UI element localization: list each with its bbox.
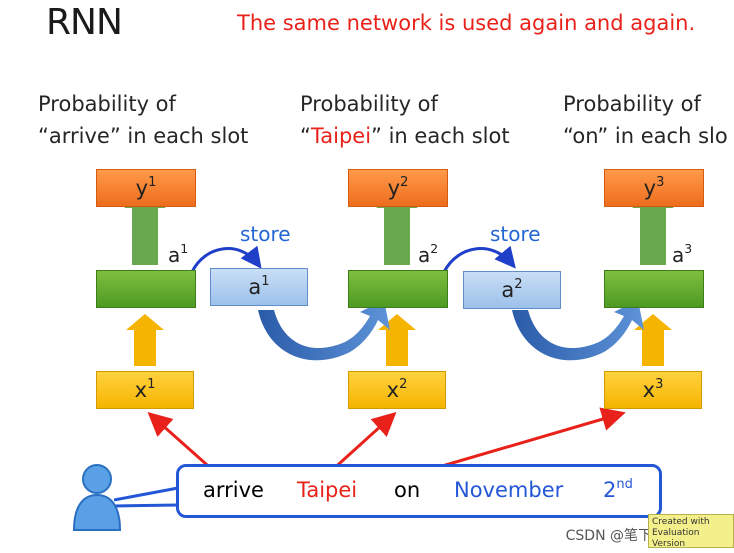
prob-line2: “on” in each slo	[563, 124, 728, 148]
user-connector-top	[113, 486, 179, 502]
page-title: RNN	[46, 2, 123, 43]
word-arrive: arrive	[203, 478, 264, 502]
recurrent-arrow-2	[512, 300, 644, 361]
page-subtitle: The same network is used again and again…	[237, 11, 696, 35]
input-sentence: arrive Taipei on November 2nd	[176, 464, 662, 518]
prob-line1: Probability of	[38, 92, 176, 116]
store-label-2: store	[490, 222, 541, 246]
store-label-1: store	[240, 222, 291, 246]
prob-line1: Probability of	[563, 92, 701, 116]
word-on: on	[394, 478, 421, 502]
yellow-up-arrow-1	[126, 314, 164, 366]
prob-line2: “Taipei” in each slot	[300, 124, 510, 148]
hidden-label-a1: a1	[168, 241, 189, 267]
prob-caption-2: Probability of “Taipei” in each slot	[300, 88, 510, 152]
word-taipei: Taipei	[297, 478, 358, 502]
prob-caption-1: Probability of “arrive” in each slot	[38, 88, 248, 152]
hidden-layer-2	[348, 270, 448, 308]
output-box-y2: y2	[348, 169, 448, 207]
yellow-up-arrow-3	[634, 314, 672, 366]
word-november: November	[454, 478, 564, 502]
evaluation-stamp: Created with Evaluation Version	[648, 514, 734, 548]
store-arrow-2	[442, 245, 516, 273]
memory-box-a1: a1	[210, 268, 308, 306]
hidden-label-a2: a2	[418, 241, 439, 267]
input-box-x1: x1	[96, 371, 194, 409]
input-box-x2: x2	[348, 371, 446, 409]
prob-line1: Probability of	[300, 92, 438, 116]
red-arrow-taipei	[328, 411, 397, 474]
output-box-y3: y3	[604, 169, 704, 207]
user-icon	[72, 464, 122, 531]
prob-line2: “arrive” in each slot	[38, 124, 249, 148]
prob-caption-3: Probability of “on” in each slo	[563, 88, 728, 152]
hidden-label-a3: a3	[672, 241, 693, 267]
user-connector-bottom	[113, 503, 179, 508]
red-arrow-arrive	[147, 412, 216, 474]
store-arrow-1	[190, 245, 262, 273]
output-box-y1: y1	[96, 169, 196, 207]
memory-box-a2: a2	[463, 271, 561, 309]
input-box-x3: x3	[604, 371, 702, 409]
word-2nd: 2nd	[603, 476, 633, 502]
hidden-layer-1	[96, 270, 196, 308]
hidden-layer-3	[604, 270, 704, 308]
recurrent-arrow-1	[258, 300, 390, 361]
